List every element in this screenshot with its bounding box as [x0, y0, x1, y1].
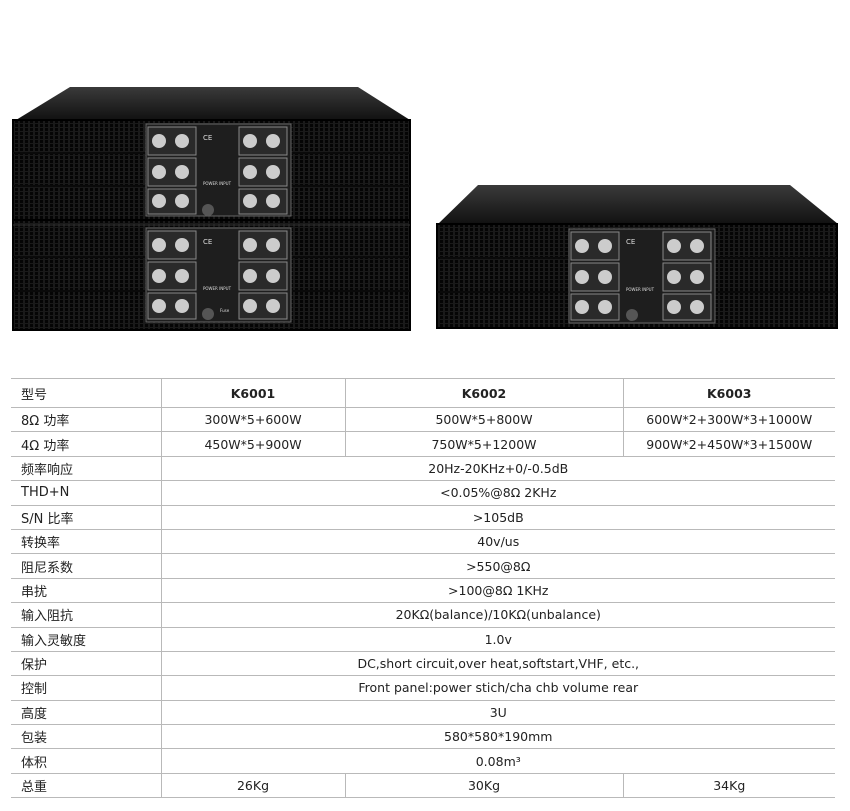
svg-text:POWER INPUT: POWER INPUT [203, 181, 232, 186]
spec-label: S/N 比率 [11, 504, 161, 530]
spec-label: 高度 [11, 699, 161, 725]
amplifier-unit-lower: CE POWER INPUT Fuse [12, 219, 411, 331]
svg-text:CE: CE [203, 134, 212, 142]
spec-label: 包装 [11, 724, 161, 749]
spec-value: 0.08m³ [160, 748, 835, 774]
spec-row: 输入阻抗 20KΩ(balance)/10KΩ(unbalance) [11, 602, 835, 628]
spec-label: 型号 [11, 378, 161, 408]
spec-label: THD+N [11, 480, 161, 506]
spec-value: 500W*5+800W [344, 406, 623, 432]
spec-value: Front panel:power stich/cha chb volume r… [160, 675, 835, 701]
spec-value: 900W*2+450W*3+1500W [622, 431, 835, 457]
spec-label: 阻尼系数 [11, 553, 161, 579]
spec-label: 体积 [11, 748, 161, 774]
spec-value: 580*580*190mm [160, 724, 835, 749]
spec-label: 频率响应 [11, 455, 161, 481]
spec-value: 30Kg [344, 772, 623, 799]
spec-row: 控制 Front panel:power stich/cha chb volum… [11, 675, 835, 701]
svg-text:POWER INPUT: POWER INPUT [203, 286, 232, 291]
svg-text:Fuse: Fuse [220, 308, 230, 313]
spec-value: <0.05%@8Ω 2KHz [160, 480, 835, 506]
spec-row: 包装 580*580*190mm [11, 724, 835, 749]
spec-row: 阻尼系数 >550@8Ω [11, 553, 835, 579]
spec-row: 输入灵敏度 1.0v [11, 626, 835, 652]
spec-value: 600W*2+300W*3+1000W [622, 406, 835, 432]
spec-header-row: 型号 K6001 K6002 K6003 [11, 378, 835, 408]
spec-value: >100@8Ω 1KHz [160, 577, 835, 603]
spec-value: 1.0v [160, 626, 835, 652]
spec-row: 串扰 >100@8Ω 1KHz [11, 577, 835, 603]
spec-label: 输入阻抗 [11, 602, 161, 628]
spec-value: 34Kg [622, 772, 835, 799]
spec-value: 450W*5+900W [160, 431, 345, 457]
spec-value: 20KΩ(balance)/10KΩ(unbalance) [160, 602, 835, 628]
svg-text:CE: CE [626, 238, 635, 246]
spec-table: 型号 K6001 K6002 K6003 8Ω 功率 300W*5+600W 5… [11, 378, 835, 799]
amplifier-product-photo: CE POWER INPUT CE POWER INPUT Fuse [12, 87, 838, 331]
spec-value: >550@8Ω [160, 553, 835, 579]
spec-value: DC,short circuit,over heat,softstart,VHF… [160, 650, 835, 676]
spec-label: 8Ω 功率 [11, 406, 161, 432]
spec-value: 26Kg [160, 772, 345, 799]
spec-row-weight: 总重 26Kg 30Kg 34Kg [11, 772, 835, 799]
model-k6002: K6002 [344, 378, 623, 408]
spec-label: 转换率 [11, 528, 161, 554]
spec-value: 20Hz-20KHz+0/-0.5dB [160, 455, 835, 481]
spec-row: 高度 3U [11, 699, 835, 725]
spec-label: 总重 [11, 772, 161, 799]
spec-value: 3U [160, 699, 835, 725]
spec-label: 串扰 [11, 577, 161, 603]
model-k6003: K6003 [622, 378, 835, 408]
model-k6001: K6001 [160, 378, 345, 408]
spec-row: 频率响应 20Hz-20KHz+0/-0.5dB [11, 455, 835, 481]
spec-row-power-4ohm: 4Ω 功率 450W*5+900W 750W*5+1200W 900W*2+45… [11, 431, 835, 457]
spec-label: 输入灵敏度 [11, 626, 161, 652]
spec-value: 300W*5+600W [160, 406, 345, 432]
svg-text:POWER INPUT: POWER INPUT [626, 287, 655, 292]
svg-text:CE: CE [203, 238, 212, 246]
spec-row-power-8ohm: 8Ω 功率 300W*5+600W 500W*5+800W 600W*2+300… [11, 406, 835, 432]
spec-row: 体积 0.08m³ [11, 748, 835, 774]
spec-row: 保护 DC,short circuit,over heat,softstart,… [11, 650, 835, 676]
amplifier-unit-right: CE POWER INPUT [436, 185, 838, 329]
spec-value: 40v/us [160, 528, 835, 554]
spec-value: >105dB [160, 504, 835, 530]
spec-label: 4Ω 功率 [11, 431, 161, 457]
spec-row: 转换率 40v/us [11, 528, 835, 554]
spec-row: THD+N <0.05%@8Ω 2KHz [11, 480, 835, 506]
spec-label: 保护 [11, 650, 161, 676]
amplifier-unit-upper: CE POWER INPUT [12, 87, 411, 221]
spec-label: 控制 [11, 675, 161, 701]
spec-value: 750W*5+1200W [344, 431, 623, 457]
spec-row: S/N 比率 >105dB [11, 504, 835, 530]
